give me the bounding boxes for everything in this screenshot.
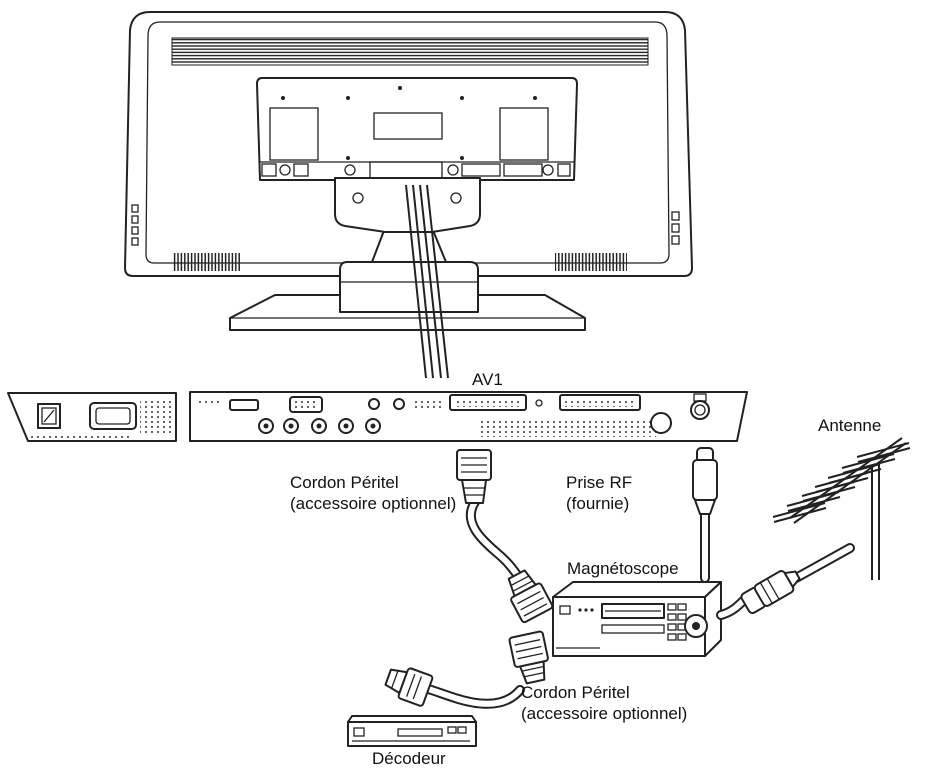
tv-bottom-vent-right: [555, 253, 627, 271]
power-panel-dots: [140, 398, 172, 436]
tv-bottom-vent-left: [172, 253, 240, 271]
mount-hole-right: [450, 192, 462, 204]
vcr-power-button: [559, 605, 571, 615]
scart-plug-tv-end: [456, 449, 492, 504]
label-vcr: Magnétoscope: [567, 559, 679, 578]
scart-cable-lower: [384, 630, 549, 709]
power-socket: [89, 402, 137, 430]
antenna-plug: [740, 570, 801, 615]
tv-left-frame: [145, 21, 670, 264]
rf-cable: [692, 447, 718, 583]
stand-neck: [339, 261, 479, 313]
label-scart-cable-top-line1: Cordon Péritel: [290, 473, 399, 492]
tv-side-buttons-right: [671, 211, 680, 245]
audio-jack-1: [368, 398, 380, 410]
tv-rear-recess: [256, 77, 578, 181]
vcr-top: [552, 581, 722, 598]
label-antenna: Antenne: [818, 416, 881, 435]
label-rf-plug-line1: Prise RF: [566, 473, 632, 492]
tv-back: [124, 11, 693, 277]
tv-rear-box-left: [269, 107, 319, 161]
label-scart-cable-bottom-line1: Cordon Péritel: [521, 683, 630, 702]
tv-rear-box-right: [499, 107, 549, 161]
scart-cable-upper: [456, 449, 554, 624]
tv-stand: [229, 177, 586, 331]
rca-jacks: [258, 418, 381, 434]
scart-plug-vcr-end: [507, 569, 554, 624]
vcr: [552, 581, 722, 657]
tv-side-buttons-left: [131, 204, 139, 246]
scart-plug-decoder-side: [384, 667, 434, 707]
tv-rear-connector-strip: [260, 161, 574, 179]
decoder-front: [347, 721, 477, 747]
scart-plug-vcr-side: [508, 630, 549, 685]
power-panel: [7, 392, 177, 442]
rf-plug: [692, 447, 718, 515]
label-av1: AV1: [472, 370, 503, 389]
tv-rear-label-plate: [373, 112, 443, 140]
tv-rear-screws: [281, 86, 537, 160]
label-scart-cable-bottom-line2: (accessoire optionnel): [521, 704, 687, 723]
decoder: [347, 715, 477, 747]
round-port: [650, 412, 672, 434]
label-decoder: Décodeur: [372, 749, 446, 768]
vcr-buttons: [667, 603, 687, 641]
audio-jack-2: [393, 398, 405, 410]
zoom-lines: [405, 184, 449, 379]
antenna-elements: [772, 442, 911, 523]
antenna: [772, 437, 911, 580]
connector-panel: [189, 391, 748, 442]
rf-antenna-socket: [690, 393, 710, 420]
mount-hole-left: [352, 192, 364, 204]
tv-top-vent: [171, 37, 649, 66]
antenna-cable: [716, 543, 855, 620]
label-rf-plug-line2: (fournie): [566, 494, 629, 513]
panel-dot-grid: [480, 419, 656, 437]
hdmi-port: [229, 399, 259, 411]
label-scart-cable-top-line2: (accessoire optionnel): [290, 494, 456, 513]
